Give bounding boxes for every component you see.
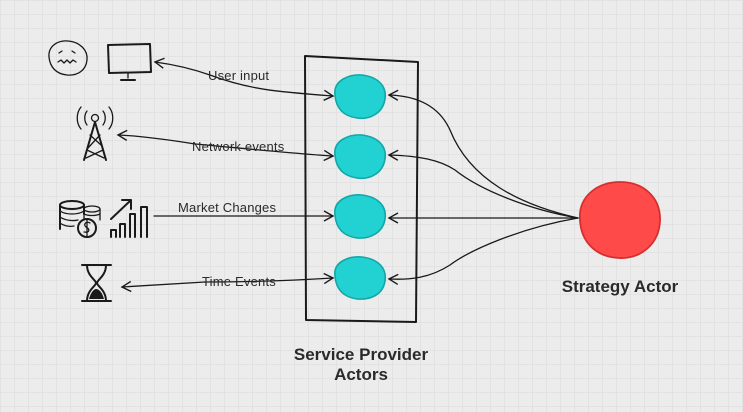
provider-actor-4 xyxy=(334,256,387,300)
service-provider-label: Service Provider Actors xyxy=(261,345,461,385)
coins-icon xyxy=(59,200,101,238)
bar-chart-icon xyxy=(110,199,148,238)
market-changes-label: Market Changes xyxy=(178,200,277,215)
time-events-edge-left xyxy=(120,280,206,293)
user-input-edge-left xyxy=(153,57,211,76)
network-events-label: Network events xyxy=(192,139,285,154)
provider-actor-2 xyxy=(334,134,387,180)
time-events-edge xyxy=(204,272,335,285)
network-events-edge-left xyxy=(116,129,196,145)
network-events-edge xyxy=(194,143,335,162)
strategy-to-provider-2 xyxy=(387,149,579,219)
strategy-to-provider-4 xyxy=(387,217,579,286)
service-provider-box xyxy=(304,55,419,323)
provider-actor-3 xyxy=(334,194,387,239)
strategy-to-provider-1 xyxy=(387,89,579,219)
antenna-icon xyxy=(76,106,114,161)
time-events-label: Time Events xyxy=(202,274,276,289)
user-input-label: User input xyxy=(208,68,270,83)
user-input-edge xyxy=(209,74,335,101)
face-icon xyxy=(48,40,88,76)
service-provider-label-line2: Actors xyxy=(334,365,388,384)
hourglass-icon xyxy=(81,264,112,302)
strategy-actor-node xyxy=(579,181,661,259)
provider-actor-1 xyxy=(334,74,387,120)
strategy-actor-label: Strategy Actor xyxy=(561,277,679,296)
service-provider-label-line1: Service Provider xyxy=(293,345,429,364)
monitor-icon xyxy=(107,43,152,81)
